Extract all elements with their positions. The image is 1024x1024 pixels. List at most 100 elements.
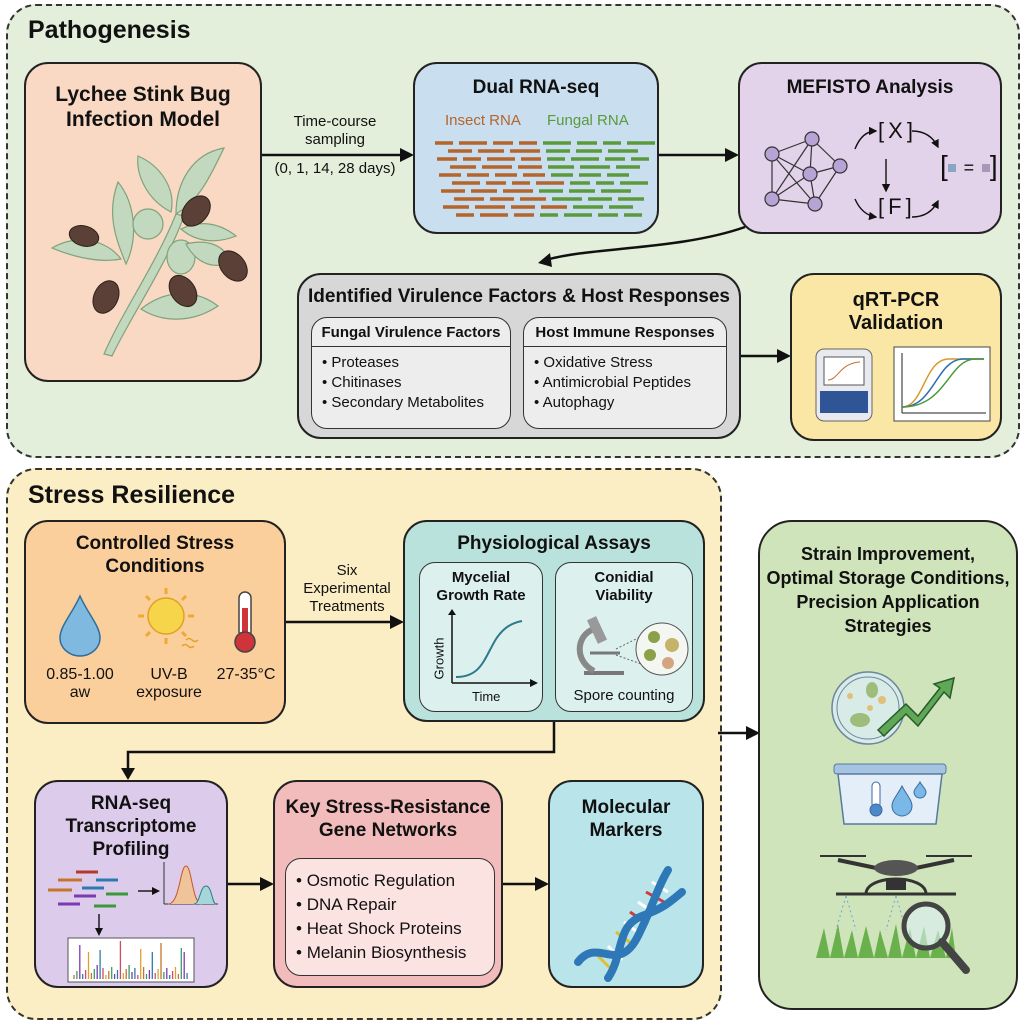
- list-item: Secondary Metabolites: [322, 393, 502, 413]
- outcome-title-line1: Strain Improvement,: [800, 544, 976, 564]
- storage-container-icon: [833, 763, 947, 825]
- petri-dish-growth-icon: [831, 671, 955, 745]
- mefisto-title: MEFISTO Analysis: [786, 77, 954, 98]
- list-item: Oxidative Stress: [534, 353, 718, 373]
- list-item: Melanin Biosynthesis: [296, 941, 486, 965]
- peak-plot-icon: [163, 862, 218, 905]
- dna-helix-icon: [574, 866, 686, 982]
- host-immune-panel: Host Immune Responses Oxidative Stress A…: [523, 317, 727, 429]
- rnaseq-title-line3: Profiling: [92, 839, 170, 860]
- conidial-title-line1: Conidial: [594, 569, 654, 586]
- infection-model-box: Lychee Stink Bug Infection Model: [24, 62, 262, 382]
- thermometer-icon: [234, 591, 256, 653]
- sun-icon: [138, 588, 199, 649]
- qrtpcr-box: qRT-PCR Validation: [790, 273, 1002, 441]
- outcome-box: Strain Improvement, Optimal Storage Cond…: [758, 520, 1018, 1010]
- assays-to-rnaseq-arrow: [121, 722, 556, 780]
- magnified-spores-icon: [635, 622, 689, 676]
- mycelial-title-line2: Growth Rate: [436, 587, 526, 604]
- gene-networks-box: Key Stress-Resistance Gene Networks Osmo…: [273, 780, 503, 988]
- fungal-virulence-title: Fungal Virulence Factors: [312, 318, 510, 347]
- water-activity-label: 0.85-1.00 aw: [46, 666, 114, 701]
- result-matrix: [ = ]: [940, 150, 998, 181]
- list-item: Proteases: [322, 353, 502, 373]
- fungal-virulence-panel: Fungal Virulence Factors Proteases Chiti…: [311, 317, 511, 429]
- sampling-days-label: (0, 1, 14, 28 days): [274, 160, 396, 177]
- stress-resilience-title: Stress Resilience: [28, 481, 236, 509]
- virulence-title: Identified Virulence Factors & Host Resp…: [308, 286, 730, 307]
- arrow-right-icon: [138, 887, 160, 895]
- infection-model-title-line1: Lychee Stink Bug: [55, 83, 231, 106]
- list-item: Chitinases: [322, 373, 502, 393]
- trend-up-arrow-icon: [876, 676, 955, 738]
- growth-axis-label: Growth: [431, 637, 447, 680]
- conditions-title-line2: Conditions: [105, 556, 205, 577]
- virulence-to-qrtpcr-arrow: [741, 349, 791, 363]
- matrix-f: [F]: [878, 194, 912, 219]
- time-axis-label: Time: [472, 689, 501, 704]
- sequence-reads-icon: [48, 870, 128, 908]
- qrtpcr-title-line2: Validation: [848, 312, 944, 334]
- host-immune-title: Host Immune Responses: [524, 318, 726, 347]
- bug-icon: [218, 250, 248, 282]
- networks-to-markers-arrow: [503, 877, 549, 891]
- rnaseq-title-line1: RNA-seq: [90, 793, 172, 814]
- conidial-viability-panel: Conidial Viability Spore counting: [555, 562, 693, 712]
- networks-title-line1: Key Stress-Resistance: [285, 797, 491, 818]
- list-item: Antimicrobial Peptides: [534, 373, 718, 393]
- qrtpcr-title-line1: qRT-PCR: [852, 289, 940, 311]
- amplification-curve-chart: [893, 346, 991, 422]
- physiological-assays-box: Physiological Assays Mycelial Growth Rat…: [403, 520, 705, 722]
- stink-bug-icons: [68, 195, 248, 314]
- treatments-label: Six Experimental Treatments: [303, 562, 391, 615]
- mefisto-box: MEFISTO Analysis [X] [F] [ = ]: [738, 62, 1002, 234]
- molecular-markers-box: Molecular Markers: [548, 780, 704, 988]
- outcome-title-line2: Optimal Storage Conditions,: [766, 568, 1010, 588]
- growth-curve-chart: [448, 609, 538, 687]
- stress-conditions-box: Controlled Stress Conditions 0.85-1.00 a…: [24, 520, 286, 724]
- list-item: Autophagy: [534, 393, 718, 413]
- stress-to-outcome-arrow: [718, 726, 760, 740]
- dual-to-mefisto-arrow: [659, 148, 739, 162]
- outcome-title-line4: Strategies: [844, 616, 932, 636]
- sampling-arrow: [262, 148, 414, 162]
- gene-networks-list-panel: Osmotic Regulation DNA Repair Heat Shock…: [285, 858, 495, 976]
- conidial-title-line2: Viability: [595, 587, 653, 604]
- water-drop-icon: [59, 594, 101, 657]
- arrow-down-icon: [95, 914, 103, 936]
- magnifier-icon: [901, 901, 970, 974]
- rnaseq-profiling-box: RNA-seq Transcriptome Profiling: [34, 780, 228, 988]
- markers-title-line1: Molecular: [581, 797, 671, 818]
- bug-icon: [92, 280, 120, 314]
- bug-icon: [168, 274, 198, 308]
- mycelial-growth-panel: Mycelial Growth Rate Growth Time: [419, 562, 543, 712]
- plant-icon: [50, 147, 238, 357]
- microscope-icon: [576, 616, 689, 676]
- lychee-plant-with-bugs-illustration: [50, 147, 248, 357]
- matrix-x: [X]: [878, 118, 913, 143]
- fungal-rna-label: Fungal RNA: [547, 112, 629, 129]
- dual-rnaseq-title: Dual RNA-seq: [472, 77, 600, 98]
- rna-reads-illustration: [435, 141, 655, 217]
- sampling-label: Time-course sampling: [293, 113, 377, 148]
- uvb-label: UV-B exposure: [136, 666, 202, 701]
- insect-rna-label: Insect RNA: [445, 112, 521, 129]
- bug-icon: [68, 225, 100, 247]
- networks-title-line2: Gene Networks: [318, 820, 458, 841]
- virulence-factors-box: Identified Virulence Factors & Host Resp…: [297, 273, 741, 439]
- treatments-arrow: [286, 615, 404, 629]
- list-item: Osmotic Regulation: [296, 869, 486, 893]
- dual-rnaseq-box: Dual RNA-seq Insect RNA Fungal RNA: [413, 62, 659, 234]
- mycelial-title-line1: Mycelial: [451, 569, 511, 586]
- spore-counting-label: Spore counting: [573, 687, 675, 704]
- network-graph-icon: [764, 131, 848, 212]
- pathogenesis-title: Pathogenesis: [28, 16, 191, 44]
- temperature-label: 27-35°C: [216, 666, 276, 683]
- mefisto-to-virulence-arrow: [538, 225, 746, 267]
- pcr-machine-icon: [815, 348, 873, 422]
- drone-sprayer-icon: [820, 855, 972, 931]
- infection-model-title-line2: Infection Model: [66, 108, 220, 131]
- expression-spectrum-chart: [67, 937, 195, 983]
- conditions-title-line1: Controlled Stress: [75, 533, 235, 554]
- rnaseq-title-line2: Transcriptome: [65, 816, 197, 837]
